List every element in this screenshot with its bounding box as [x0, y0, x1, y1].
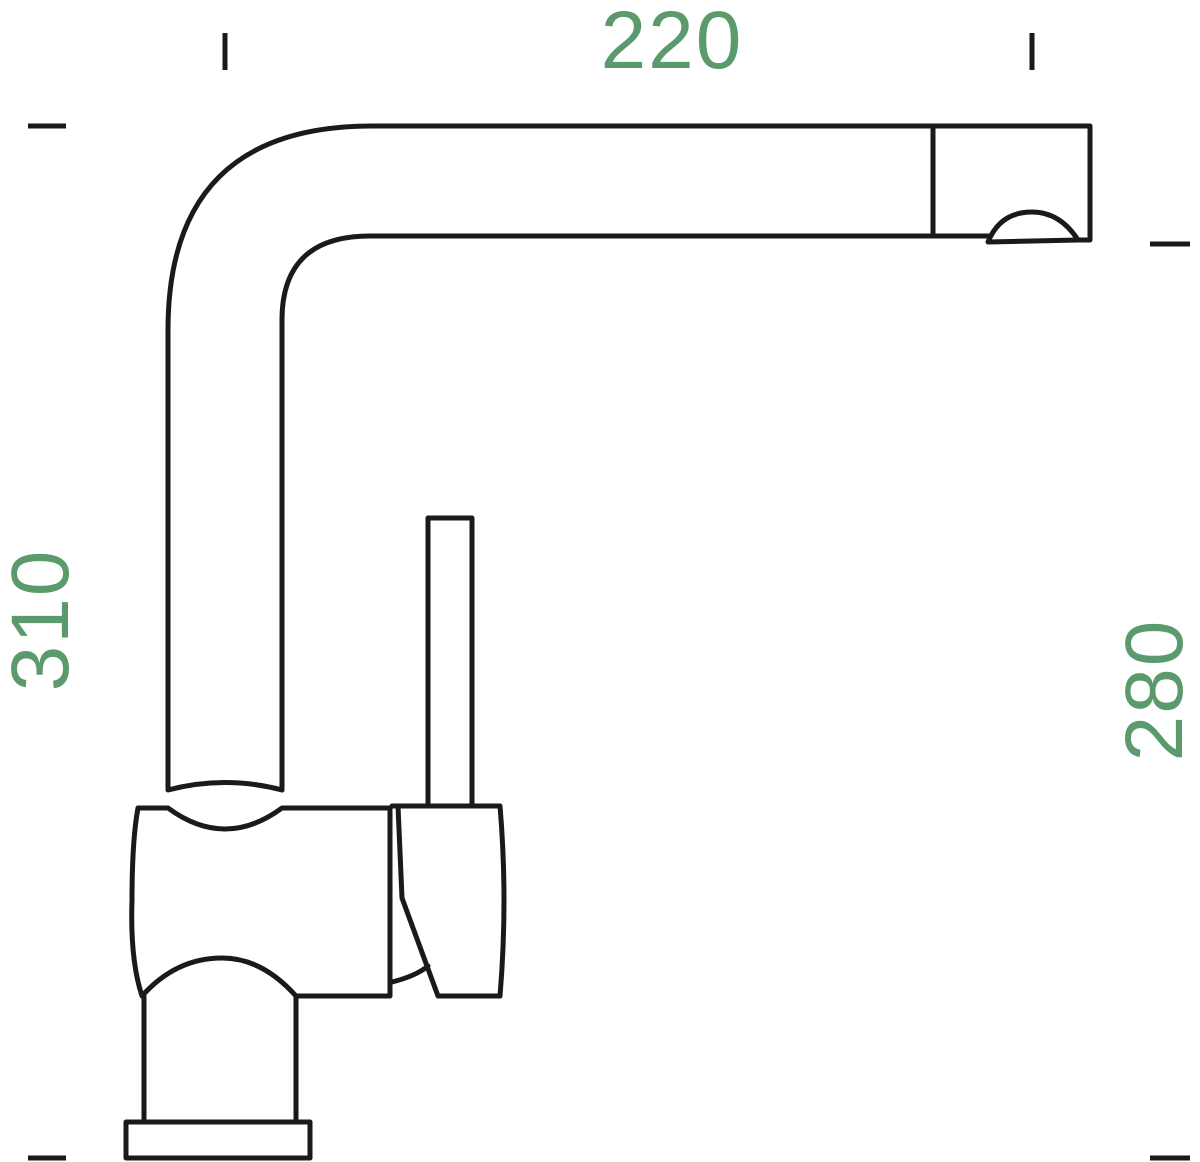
spout-inner-edge — [279, 233, 993, 793]
dimension-ticks — [28, 33, 1190, 1161]
faucet-body — [129, 805, 393, 999]
total-height-dimension-label: 310 — [0, 549, 86, 692]
width-dimension-label: 220 — [601, 0, 744, 86]
handle-lever — [425, 515, 475, 809]
aerator — [985, 209, 1081, 245]
spout-height-dimension-label: 280 — [1109, 619, 1200, 762]
base-plate — [123, 1119, 313, 1161]
faucet-drawing — [123, 123, 1093, 1161]
handle-block — [389, 803, 507, 999]
lower-stem — [141, 993, 299, 1125]
spout-collar — [165, 780, 285, 793]
spout-outer-edge — [165, 123, 1093, 791]
handle-connector — [389, 963, 431, 985]
